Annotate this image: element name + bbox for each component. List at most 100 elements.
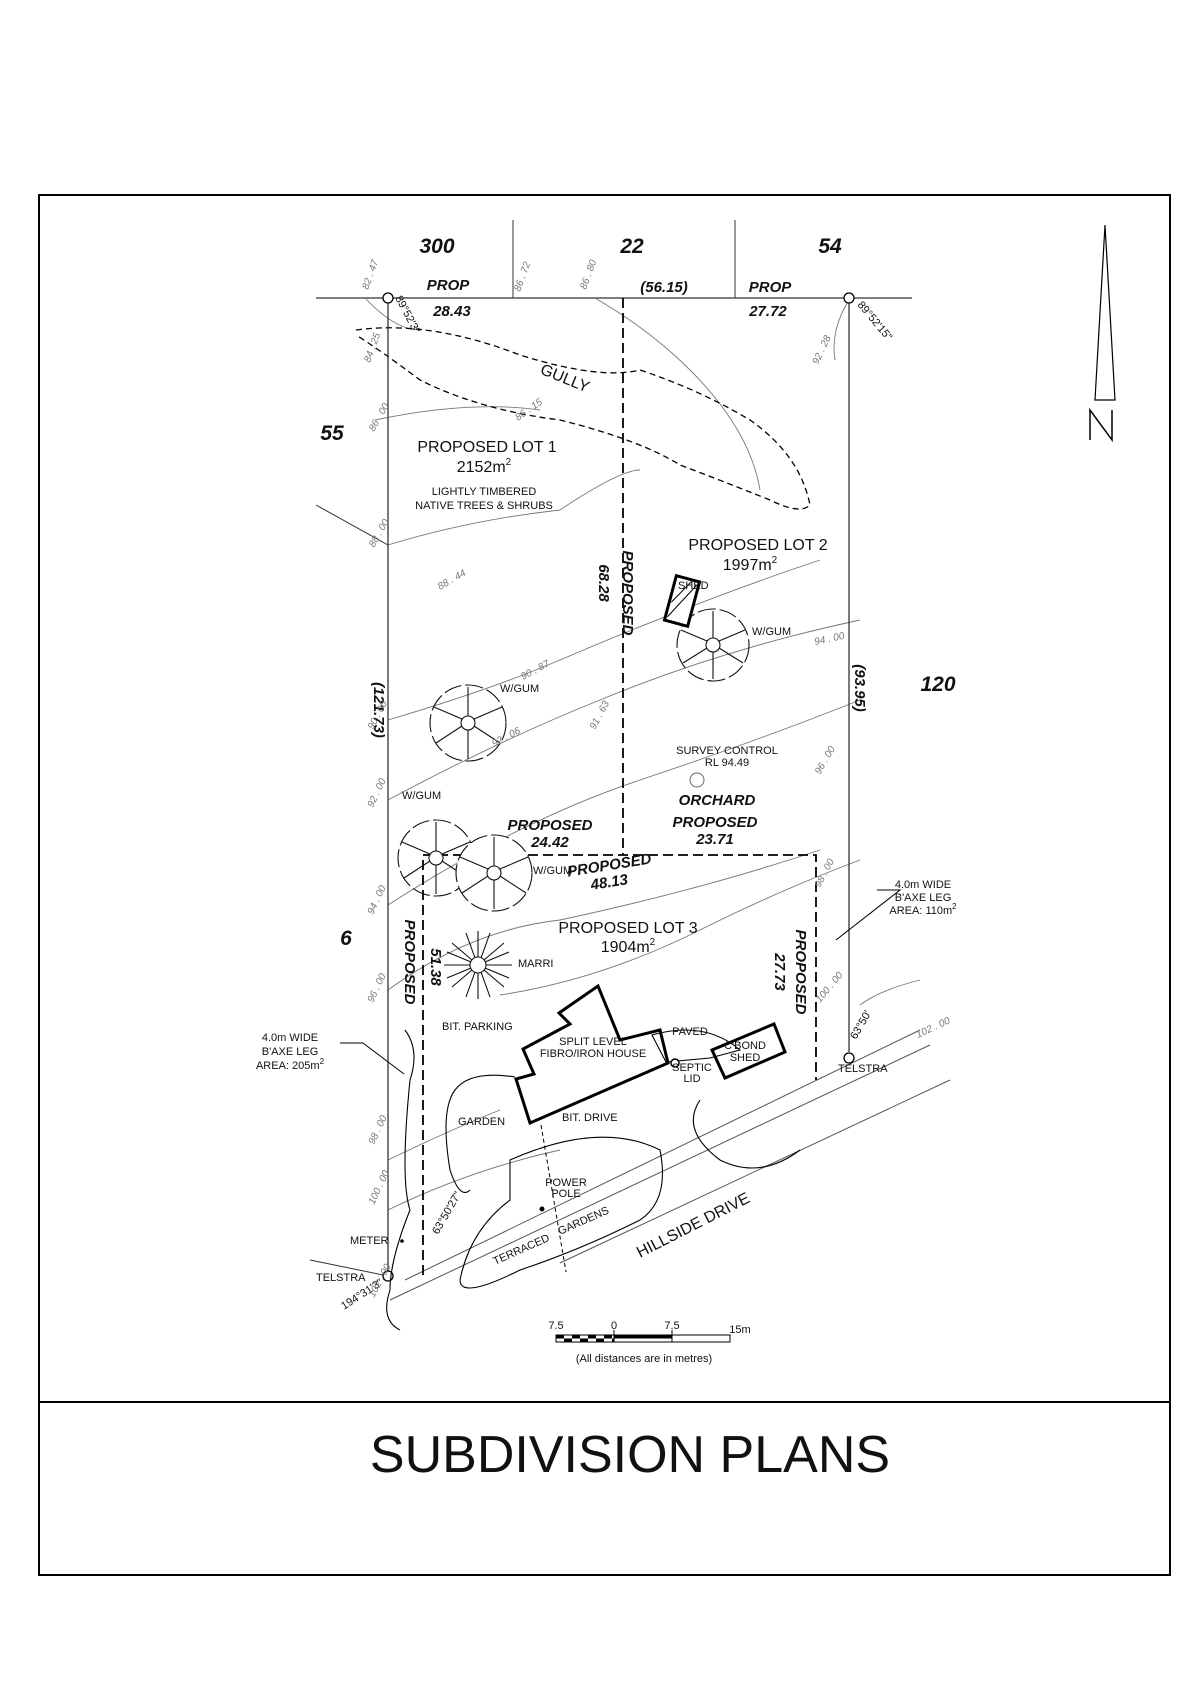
lot-1-name: PROPOSED LOT 1 (417, 439, 556, 456)
dimension-24-42: 24.42 (530, 834, 569, 851)
bearing-bottom-left-inner: 63°50'27" (430, 1190, 464, 1237)
timber-label-line-2: NATIVE TREES & SHRUBS (415, 500, 553, 512)
house-label-line-2: FIBRO/IRON HOUSE (540, 1048, 646, 1060)
power-pole-label-line-1: POWER (545, 1177, 587, 1189)
gardens-label: GARDENS (556, 1205, 611, 1238)
svg-text:96 . 00: 96 . 00 (366, 972, 389, 1005)
dimension-28-43: 28.43 (432, 303, 471, 320)
lot-3-name: PROPOSED LOT 3 (558, 920, 697, 937)
bearing-top-left: 89°52'3" (392, 294, 422, 336)
neighbour-lot-6: 6 (340, 927, 352, 950)
baxe-right-line-3: AREA: 110m2 (889, 902, 957, 917)
svg-text:86 . 72: 86 . 72 (512, 260, 533, 293)
dimension-48-13: 48.13 (588, 871, 629, 894)
svg-text:100 . 00: 100 . 00 (814, 970, 846, 1005)
white-gum-label: W/GUM (752, 626, 791, 638)
bearing-bottom-right: 63°50' (848, 1009, 874, 1042)
neighbour-lot-22: 22 (619, 235, 644, 258)
neighbour-lot-120: 120 (920, 673, 955, 696)
bearing-top-right: 89°52'15" (855, 299, 895, 343)
proposed-label: PROPOSED (672, 814, 757, 831)
svg-text:96 . 00: 96 . 00 (813, 744, 838, 776)
scale-note: (All distances are in metres) (576, 1353, 712, 1365)
road-edge-line (559, 1079, 951, 1264)
bit-drive-label: BIT. DRIVE (562, 1112, 618, 1124)
dimension-27-72: 27.72 (748, 303, 787, 320)
svg-text:94 . 00: 94 . 00 (813, 631, 846, 648)
power-pole-marker (539, 1206, 545, 1212)
prop-label: PROP (427, 277, 471, 294)
shed-building (662, 573, 702, 629)
dimension-121-73: (121.73) (370, 682, 387, 738)
septic-label-line-2: LID (683, 1073, 700, 1085)
proposed-boundaries (422, 298, 817, 1275)
telstra-label-right: TELSTRA (838, 1063, 888, 1075)
baxe-left-line-1: 4.0m WIDE (262, 1032, 318, 1044)
proposed-label: PROPOSED (792, 929, 809, 1014)
driveway-outlines (386, 1029, 801, 1331)
baxe-right-line-2: B'AXE LEG (895, 892, 952, 904)
power-line (540, 1124, 567, 1273)
paved-area (651, 1029, 742, 1063)
proposed-label: PROPOSED (401, 919, 418, 1004)
lot-1-area: 2152m2 (457, 457, 512, 476)
survey-control-marker (689, 772, 705, 788)
survey-control-rl: RL 94.49 (705, 757, 749, 769)
bit-parking-label: BIT. PARKING (442, 1021, 513, 1033)
neighbour-divider (315, 504, 389, 546)
lot-2-name: PROPOSED LOT 2 (688, 537, 827, 554)
road-edge-line (404, 1029, 921, 1281)
gully-line (355, 327, 811, 510)
contour-labels: 82 . 47 86 . 72 86 . 80 84 . 25 86 . 00 … (360, 258, 952, 1299)
scale-tick-0: 0 (611, 1320, 617, 1332)
road-edge-line (389, 1044, 931, 1301)
marri-label: MARRI (518, 958, 553, 970)
contour-lines (364, 297, 921, 1211)
white-gum-label: W/GUM (402, 790, 441, 802)
dimension-68-28: 68.28 (595, 564, 612, 602)
house-footprint (514, 983, 670, 1126)
survey-control-label: SURVEY CONTROL (676, 745, 778, 757)
north-arrow-icon (1089, 224, 1116, 443)
tree-icons (397, 608, 750, 999)
neighbour-lot-54: 54 (818, 235, 842, 258)
dimension-93-95: (93.95) (851, 664, 868, 712)
lot-3-area: 1904m2 (601, 937, 656, 956)
white-gum-tree-icon (429, 684, 507, 762)
svg-text:92 . 00: 92 . 00 (366, 777, 389, 810)
svg-text:84 . 25: 84 . 25 (362, 331, 383, 364)
dimension-27-73: 27.73 (771, 952, 788, 991)
orchard-label: ORCHARD (679, 792, 756, 809)
cbond-shed-label-line-2: SHED (730, 1052, 761, 1064)
scale-bar: 7.5 0 7.5 15m (All distances are in metr… (548, 1320, 750, 1365)
survey-peg (843, 1052, 855, 1064)
power-pole-label-line-2: POLE (551, 1188, 580, 1200)
timber-label-line-1: LIGHTLY TIMBERED (432, 486, 537, 498)
proposed-label: PROPOSED (619, 550, 636, 635)
house-label-line-1: SPLIT LEVEL (559, 1036, 627, 1048)
telstra-label-left: TELSTRA (316, 1272, 366, 1284)
neighbour-divider (309, 1259, 389, 1277)
white-gum-label: W/GUM (500, 683, 539, 695)
survey-peg (843, 292, 855, 304)
paved-label: PAVED (672, 1026, 708, 1038)
white-gum-tree-icon (397, 819, 475, 897)
septic-label-line-1: SEPTIC (672, 1062, 712, 1074)
neighbour-lot-55: 55 (320, 422, 344, 445)
baxe-right-line-1: 4.0m WIDE (895, 879, 951, 891)
svg-text:92 . 06: 92 . 06 (490, 725, 523, 749)
leader-lines (340, 889, 902, 1075)
svg-text:92 . 28: 92 . 28 (811, 334, 834, 367)
survey-peg (382, 292, 394, 304)
svg-text:98 . 00: 98 . 00 (367, 1114, 390, 1147)
svg-text:82 . 47: 82 . 47 (360, 258, 381, 291)
dimension-56-15: (56.15) (640, 279, 688, 296)
svg-text:94 . 00: 94 . 00 (366, 884, 389, 917)
meter-marker (400, 1239, 404, 1243)
svg-text:90 . 87: 90 . 87 (519, 658, 552, 682)
baxe-left-line-2: B'AXE LEG (262, 1046, 319, 1058)
garden-label: GARDEN (458, 1116, 505, 1128)
scale-tick-7-5-left: 7.5 (548, 1320, 563, 1332)
baxe-left-line-3: AREA: 205m2 (256, 1057, 325, 1072)
